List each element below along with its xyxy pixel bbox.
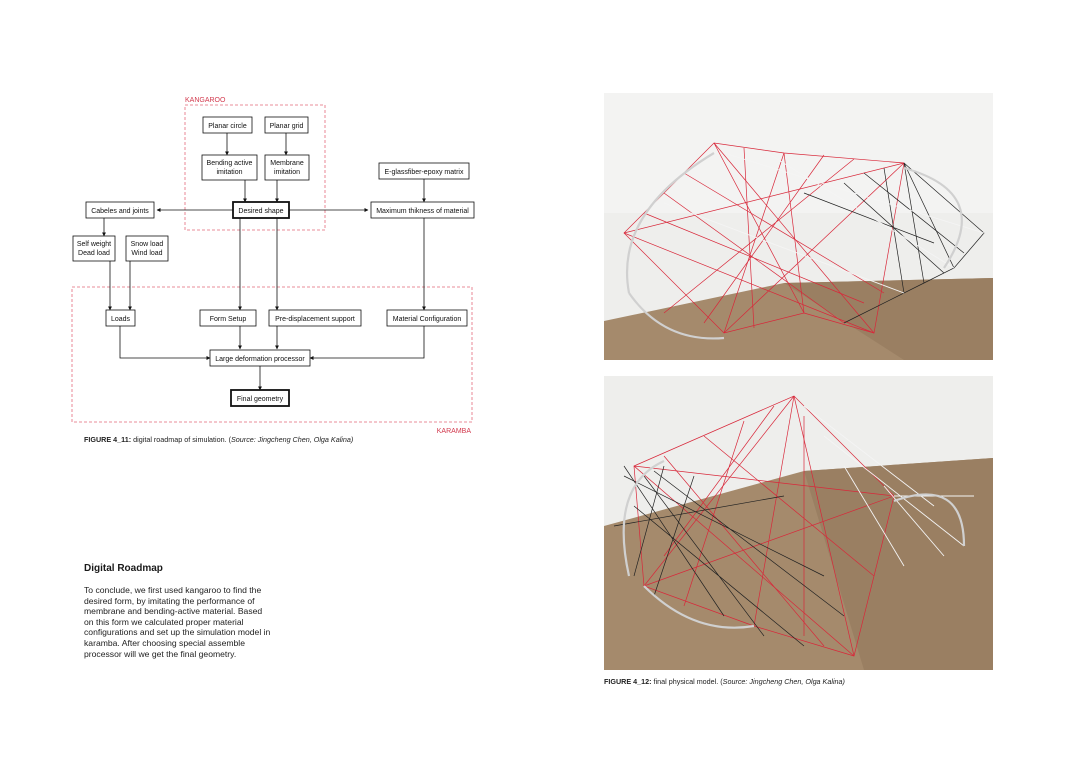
node-self-weight	[72, 235, 116, 262]
kangaroo-label: KANGAROO	[185, 97, 226, 104]
label-bending-active-2: imitation	[216, 169, 242, 176]
figure-4-11-source-names: Jingcheng Chen, Olga Kalina)	[255, 435, 354, 444]
figure-4-11-label: FIGURE 4_11:	[84, 435, 132, 444]
node-max-thickness	[370, 201, 475, 219]
figure-4-12-source-label: Source:	[722, 677, 748, 686]
figure-4-12-source-names: Jingcheng Chen, Olga Kalina)	[747, 677, 845, 686]
section-title: Digital Roadmap	[84, 563, 163, 574]
label-self-weight-2: Dead load	[78, 250, 110, 257]
label-self-weight-1: Self weight	[77, 241, 111, 248]
node-planar-circle	[202, 116, 253, 134]
label-planar-circle: Planar circle	[208, 123, 247, 130]
label-planar-grid: Planar grid	[270, 123, 304, 130]
label-membrane-2: imitation	[274, 169, 300, 176]
label-large-deformation: Large deformation processor	[215, 356, 305, 363]
node-form-setup	[199, 309, 257, 327]
label-form-setup: Form Setup	[210, 316, 247, 323]
node-snow-load	[125, 235, 169, 262]
node-final-geometry	[230, 389, 290, 407]
figure-4-11-caption: FIGURE 4_11: digital roadmap of simulati…	[84, 435, 353, 444]
label-loads: Loads	[111, 316, 131, 323]
physical-model-photo-top	[604, 93, 993, 360]
label-final-geometry: Final geometry	[237, 396, 284, 403]
figure-4-12-text: final physical model. (	[651, 677, 723, 686]
label-snow-load-1: Snow load	[131, 241, 164, 248]
label-desired-shape: Desired shape	[238, 208, 283, 215]
diagram-arrows	[102, 133, 426, 391]
node-bending-active	[201, 154, 258, 181]
section-body: To conclude, we first used kangaroo to f…	[84, 585, 271, 659]
node-membrane	[264, 154, 310, 181]
figure-4-12-label: FIGURE 4_12:	[604, 677, 652, 686]
karamba-group-box	[71, 286, 473, 423]
label-membrane-1: Membrane	[270, 160, 304, 167]
label-cables: Cabeles and joints	[91, 208, 149, 215]
physical-model-photo-bottom	[604, 376, 993, 670]
figure-4-12-caption: FIGURE 4_12: final physical model. (Sour…	[604, 677, 845, 686]
label-pre-displacement: Pre-displacement support	[275, 316, 355, 323]
label-material-config: Material Configuration	[393, 316, 462, 323]
node-desired-shape	[232, 201, 290, 219]
node-pre-displacement	[268, 309, 362, 327]
label-snow-load-2: Wind load	[131, 250, 162, 257]
figure-4-11-text: digital roadmap of simulation. (	[131, 435, 232, 444]
node-loads	[105, 309, 136, 327]
node-large-deformation	[209, 349, 311, 367]
figure-4-11-source-label: Source:	[231, 435, 256, 444]
label-eglass: E-glassfiber-epoxy matrix	[385, 169, 464, 176]
node-material-config	[386, 309, 468, 327]
node-cables	[85, 201, 155, 219]
label-max-thickness: Maximum thikness of material	[376, 208, 469, 215]
node-eglass	[378, 162, 470, 180]
karamba-label: KARAMBA	[437, 428, 472, 435]
label-bending-active-1: Bending active	[207, 160, 253, 167]
kangaroo-group-box	[184, 104, 326, 231]
node-planar-grid	[264, 116, 309, 134]
